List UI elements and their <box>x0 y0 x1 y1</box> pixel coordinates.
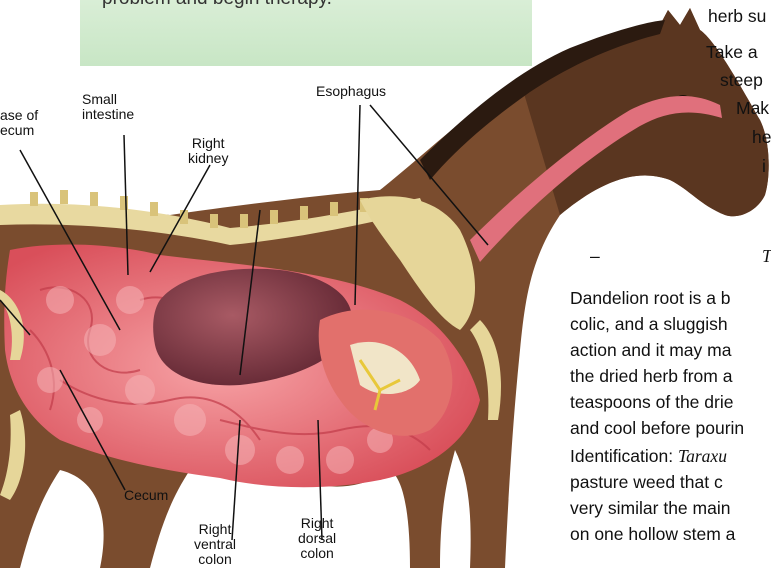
identification-label: Identification: <box>570 446 678 466</box>
label-cecum: Cecum <box>124 488 168 503</box>
label-right-ventral-colon: Right ventral colon <box>194 522 236 567</box>
right-line: herb su <box>708 6 766 27</box>
label-right-dorsal-colon: Right dorsal colon <box>298 516 336 561</box>
body-line: and cool before pourin <box>570 418 744 439</box>
italic-t: T <box>762 246 771 267</box>
body-line: teaspoons of the drie <box>570 392 733 413</box>
body-line: action and it may ma <box>570 340 731 361</box>
right-line: he <box>752 127 771 148</box>
body-line: very similar the main <box>570 498 730 519</box>
label-right-kidney: Right kidney <box>188 136 228 166</box>
body-line-identification: Identification: Taraxu <box>570 446 727 467</box>
right-line: Take a <box>706 42 758 63</box>
label-line: Right <box>194 522 236 537</box>
label-base-of-cecum: ase of ecum <box>0 108 38 138</box>
label-line: Right <box>188 136 228 151</box>
dash: – <box>590 246 600 267</box>
body-line: colic, and a sluggish <box>570 314 728 335</box>
label-line: kidney <box>188 151 228 166</box>
taraxacum-italic: Taraxu <box>678 446 727 466</box>
label-line: ase of <box>0 108 38 123</box>
label-small-intestine: Small intestine <box>82 92 134 122</box>
label-line: Right <box>298 516 336 531</box>
label-esophagus: Esophagus <box>316 84 386 99</box>
label-line: Esophagus <box>316 84 386 99</box>
right-line: i <box>762 156 766 177</box>
label-line: ventral <box>194 537 236 552</box>
right-line: Mak <box>736 98 769 119</box>
body-line: the dried herb from a <box>570 366 732 387</box>
body-line: pasture weed that c <box>570 472 723 493</box>
body-line: on one hollow stem a <box>570 524 735 545</box>
label-line: ecum <box>0 123 38 138</box>
label-line: intestine <box>82 107 134 122</box>
right-line: steep <box>720 70 763 91</box>
label-line: Small <box>82 92 134 107</box>
label-line: colon <box>194 552 236 567</box>
label-line: Cecum <box>124 488 168 503</box>
label-line: colon <box>298 546 336 561</box>
label-line: dorsal <box>298 531 336 546</box>
body-line: Dandelion root is a b <box>570 288 731 309</box>
